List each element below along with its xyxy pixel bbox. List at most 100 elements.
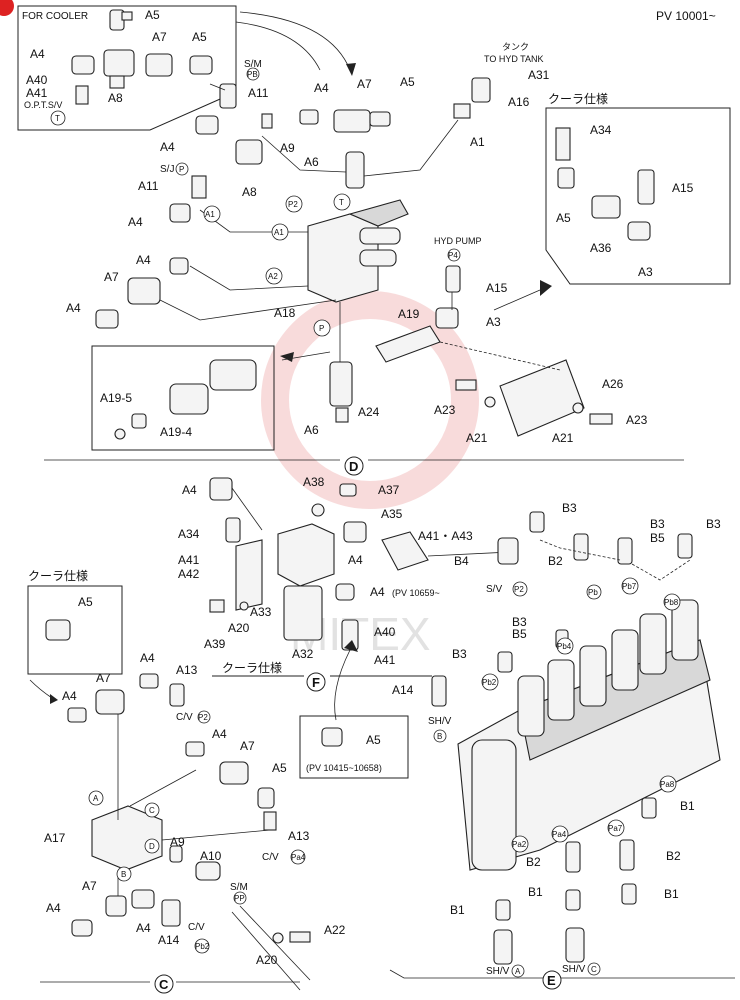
label-pv-10659: (PV 10659~ [392,588,440,598]
label-a5: A5 [400,75,415,89]
label-a1: A1 [470,135,485,149]
circle-p: P [179,165,184,174]
for-cooler-box: FOR COOLER A5 A4 A8 A7 A5 A40 A41 O.P.T.… [17,5,237,131]
circle-pa7: Pa7 [608,824,623,833]
label-a16: A16 [508,95,530,109]
circle-pb7: Pb7 [622,582,637,591]
label-a3: A3 [638,265,653,279]
label-a4: A4 [348,553,363,567]
label-shv: SH/V [486,966,510,977]
label-a40: A40 [26,73,48,87]
circle-p2: P2 [514,585,524,594]
label-a21: A21 [552,431,574,445]
label-a19: A19 [398,307,420,321]
circle-pb8: Pb8 [664,598,679,607]
label-b1: B1 [528,885,543,899]
serial-range: PV 10001~ [656,9,716,23]
label-b5: B5 [512,627,527,641]
label-a34: A34 [590,123,612,137]
label-a4: A4 [370,585,385,599]
label-b3: B3 [650,517,665,531]
section-label-f: F [312,675,320,690]
circle-c: C [591,965,597,974]
section-f [209,477,511,779]
label-opts-sv: O.P.T.S/V [24,100,62,110]
label-tank-jp: タンク [502,42,529,52]
label-sv: S/V [486,584,502,595]
circle-pa4: Pa4 [552,830,567,839]
label-a26: A26 [602,377,624,391]
label-a4: A4 [140,651,155,665]
label-a7: A7 [96,671,111,685]
label-sm: S/M [244,59,262,70]
circle-a2: A2 [268,272,278,281]
label-a13: A13 [288,829,310,843]
label-b2: B2 [526,855,541,869]
label-b2: B2 [666,849,681,863]
label-a24: A24 [358,405,380,419]
label-a34: A34 [178,527,200,541]
label-a41: A41 [26,86,48,100]
label-a6: A6 [304,423,319,437]
label-a4: A4 [212,727,227,741]
label-a40: A40 [374,625,396,639]
label-a4: A4 [30,47,45,61]
circle-pb2: Pb2 [482,678,497,687]
circle-a1: A1 [274,228,284,237]
circle-pb4: Pb4 [557,642,572,651]
label-a5: A5 [145,8,160,22]
label-b2: B2 [548,554,563,568]
circle-p: P [319,324,324,333]
label-a4: A4 [66,301,81,315]
label-a5: A5 [272,761,287,775]
section-c [27,585,311,991]
circle-pa2: Pa2 [512,840,527,849]
label-a18: A18 [274,306,296,320]
label-cv: C/V [176,712,193,723]
watermark: MITEX [261,291,479,660]
label-a23: A23 [626,413,648,427]
label-a17: A17 [44,831,66,845]
label-a6: A6 [304,155,319,169]
label-a14: A14 [158,933,180,947]
label-cooler-spec: クーラ仕様 [548,92,608,106]
label-a4: A4 [128,215,143,229]
label-a22: A22 [324,923,346,937]
label-cv: C/V [188,922,205,933]
circle-d: D [149,842,155,851]
label-a8: A8 [108,91,123,105]
corner-marker [0,0,14,16]
label-a14: A14 [392,683,414,697]
label-a41: A41 [374,653,396,667]
label-cv: C/V [262,852,279,863]
circle-b: B [121,870,126,879]
label-b3: B3 [562,501,577,515]
label-b3: B3 [706,517,721,531]
label-a37: A37 [378,483,400,497]
label-a19-4: A19-4 [160,425,192,439]
cooler-arrow [239,11,351,71]
label-b1: B1 [680,799,695,813]
circle-a: A [515,967,521,976]
label-a5: A5 [366,733,381,747]
section-d [44,77,731,461]
label-a7: A7 [104,270,119,284]
label-a4: A4 [136,921,151,935]
label-a7: A7 [240,739,255,753]
circle-t: T [55,114,60,123]
label-a7: A7 [82,879,97,893]
label-a9: A9 [170,835,185,849]
label-a7: A7 [152,30,167,44]
label-a20: A20 [256,953,278,967]
circle-p4: P4 [448,251,458,260]
label-a39: A39 [204,637,226,651]
label-b3: B3 [512,615,527,629]
label-b1: B1 [450,903,465,917]
label-a21: A21 [466,431,488,445]
section-label-d: D [349,459,358,474]
label-shv: SH/V [428,716,452,727]
label-a9: A9 [280,141,295,155]
label-a41-a43: A41・A43 [418,529,473,543]
label-pv-range: (PV 10415~10658) [306,763,382,773]
